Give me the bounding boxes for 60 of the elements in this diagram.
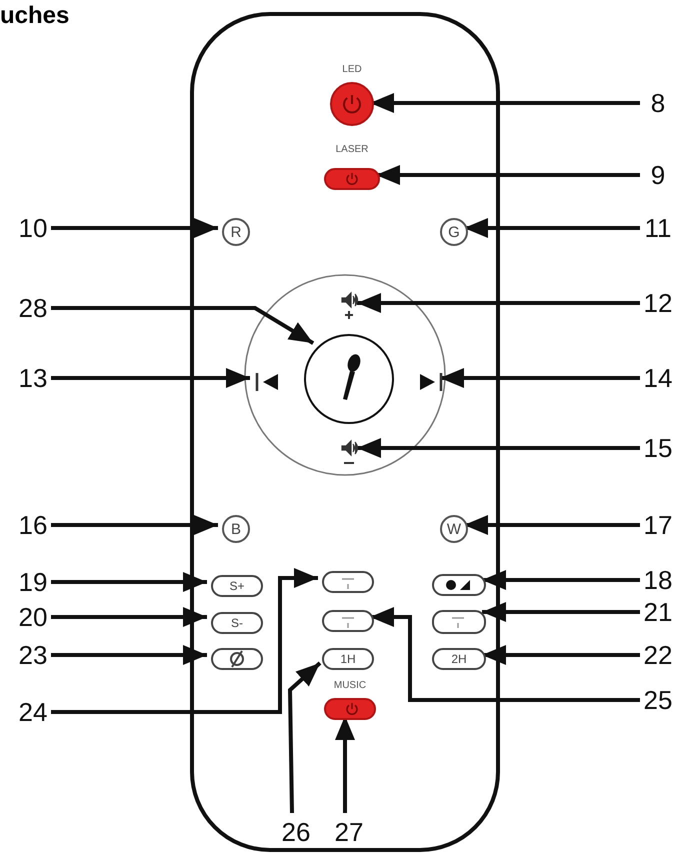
button-label: LED <box>342 64 362 75</box>
button: 2H <box>432 648 486 670</box>
arrow <box>464 515 640 535</box>
arrow <box>482 602 640 622</box>
small-button <box>432 610 486 634</box>
small-button <box>322 571 374 593</box>
button-label: MUSIC <box>334 680 366 691</box>
callout-number: 20 <box>15 602 51 632</box>
arrow <box>357 293 640 313</box>
callout-number: 15 <box>640 433 676 463</box>
heading: uches <box>0 2 70 30</box>
callout-number: 27 <box>331 817 367 847</box>
callout-number: 13 <box>15 363 51 393</box>
callout-number: 25 <box>640 685 676 715</box>
callout-number: 19 <box>15 567 51 597</box>
arrow <box>51 368 250 388</box>
round-button: R <box>222 218 250 246</box>
arrow <box>51 645 207 665</box>
next-icon <box>418 370 444 394</box>
arrow <box>482 570 640 590</box>
callout-number: 16 <box>15 510 51 540</box>
arrow <box>440 368 640 388</box>
previous-icon <box>254 370 280 394</box>
small-button <box>322 610 374 632</box>
button: 1H <box>322 648 374 670</box>
arrow <box>51 218 218 238</box>
callout-number: 10 <box>15 213 51 243</box>
callout-number: 14 <box>640 363 676 393</box>
arrow <box>288 662 322 814</box>
arrow <box>370 607 640 702</box>
arrow <box>51 607 207 627</box>
callout-number: 12 <box>640 288 676 318</box>
callout-number: 9 <box>640 160 676 190</box>
arrow <box>464 218 640 238</box>
arrow <box>482 645 640 665</box>
button-label: LASER <box>336 144 368 155</box>
callout-number: 8 <box>640 88 676 118</box>
remote-body <box>190 12 500 852</box>
callout-number: 26 <box>278 817 314 847</box>
button: S+ <box>211 575 263 597</box>
mute-button <box>211 648 263 670</box>
round-button: W <box>440 515 468 543</box>
callout-number: 11 <box>640 213 676 243</box>
callout-number: 24 <box>15 697 51 727</box>
arrow <box>51 568 318 714</box>
arrow <box>376 165 640 185</box>
callout-number: 18 <box>640 565 676 595</box>
light-button <box>432 574 486 596</box>
callout-number: 21 <box>640 597 676 627</box>
arrow <box>51 306 314 345</box>
callout-number: 22 <box>640 640 676 670</box>
arrow <box>51 515 218 535</box>
callout-number: 28 <box>15 293 51 323</box>
arrow <box>357 438 640 458</box>
round-button: B <box>222 515 250 543</box>
callout-number: 23 <box>15 640 51 670</box>
arrow <box>51 572 207 592</box>
round-button: G <box>440 218 468 246</box>
button: S- <box>211 612 263 634</box>
callout-number: 17 <box>640 510 676 540</box>
